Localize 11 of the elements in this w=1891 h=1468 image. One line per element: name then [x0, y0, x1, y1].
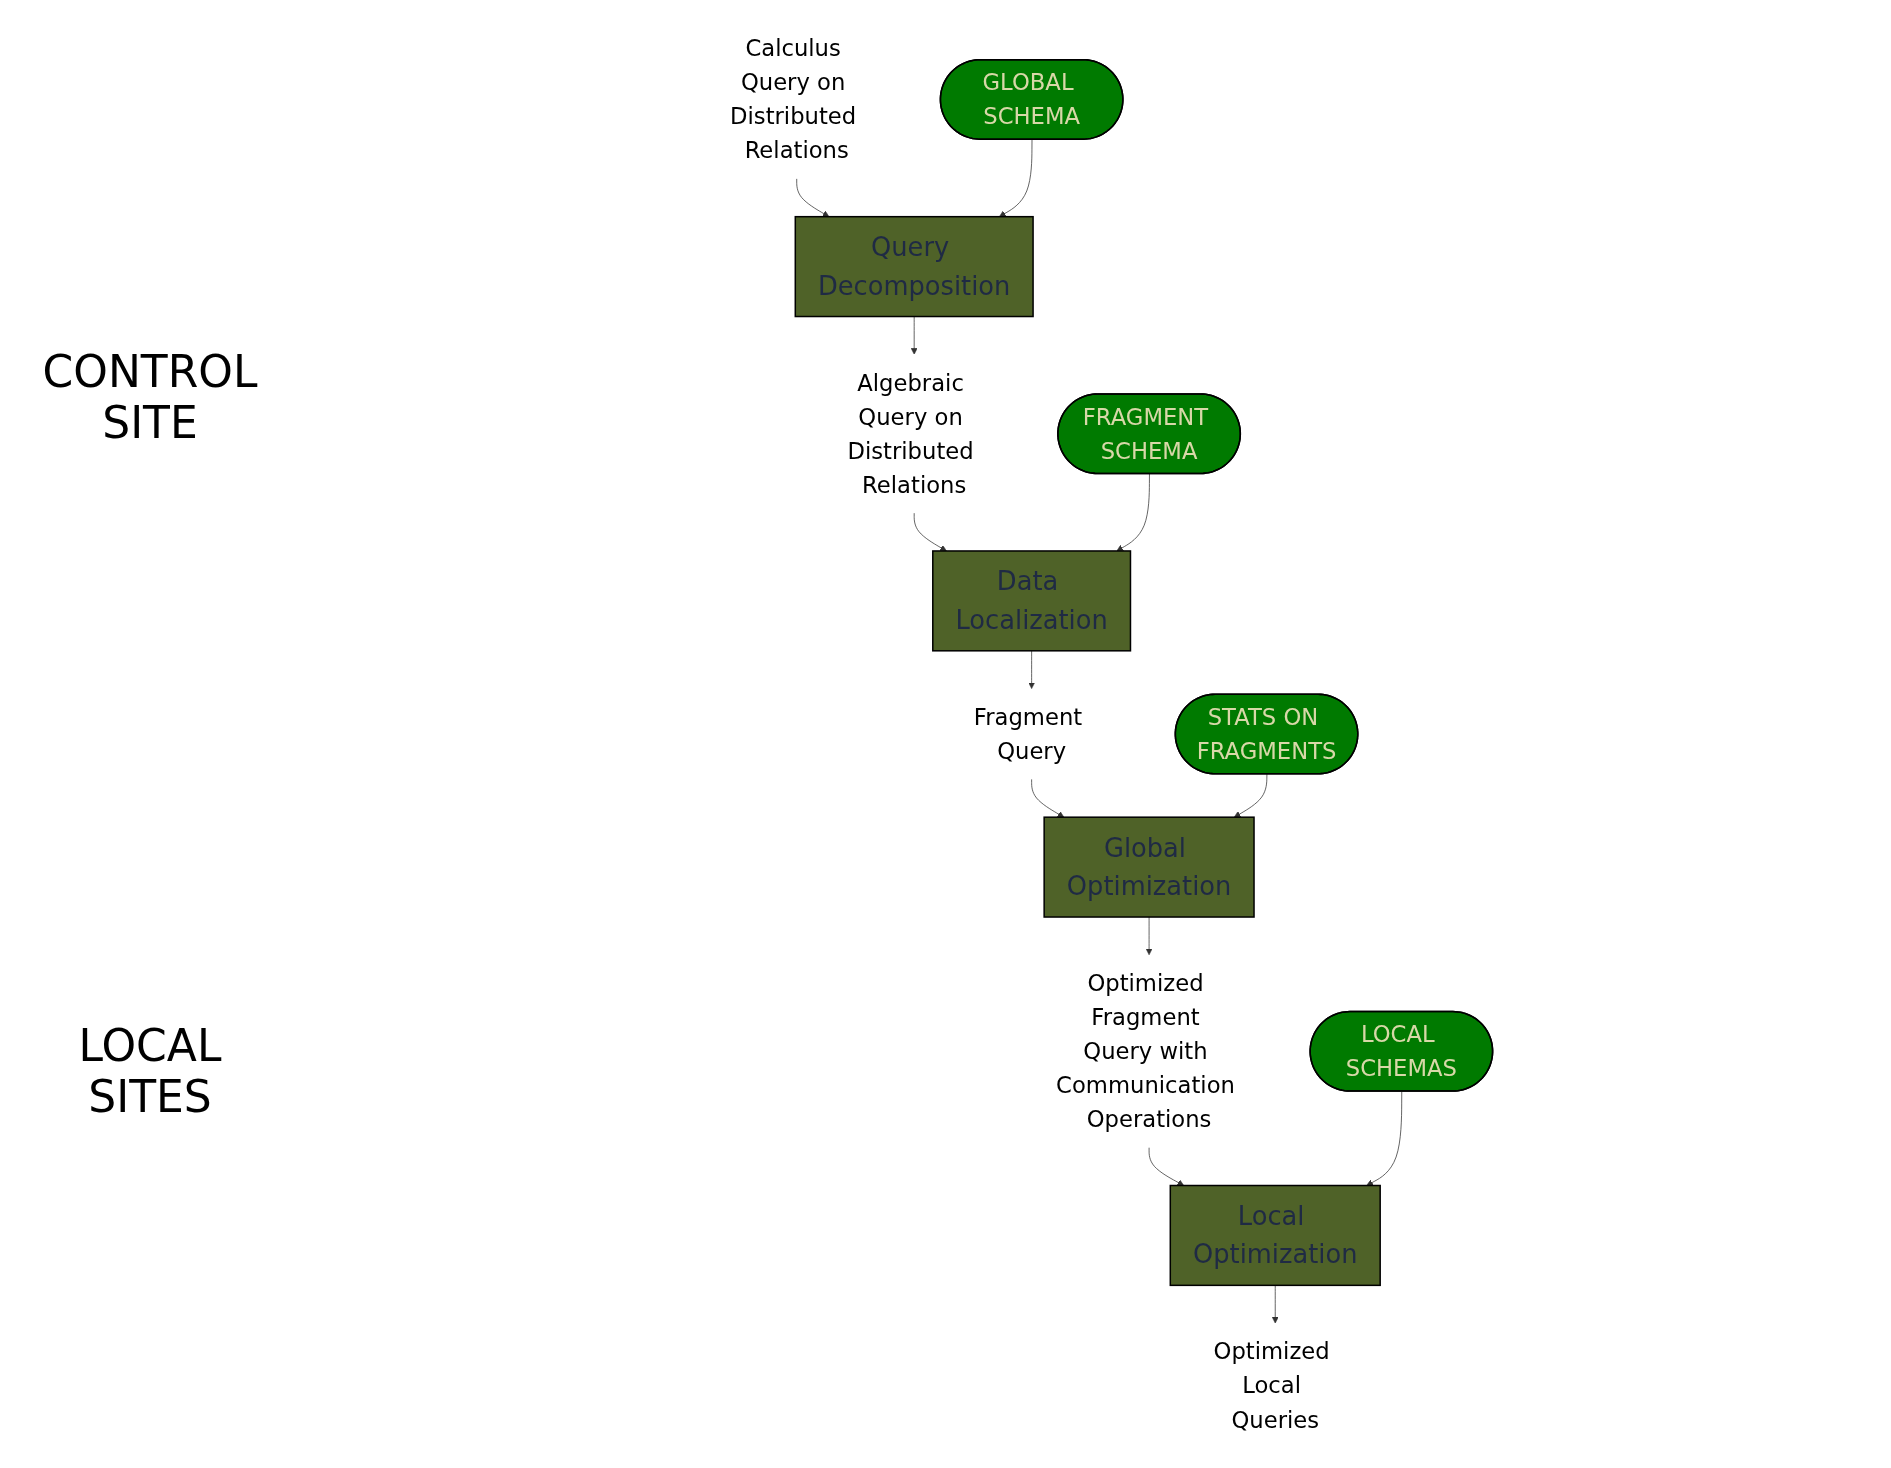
- node-box: Global Optimization: [1043, 816, 1255, 918]
- side-label: CONTROL SITE: [41, 346, 259, 448]
- node-box: Local Optimization: [1169, 1184, 1381, 1287]
- node-text: Optimized Fragment Query with Communication Operations: [1056, 969, 1235, 1133]
- side-label: LOCAL SITES: [77, 1020, 223, 1122]
- node-box: Data Localization: [932, 550, 1132, 652]
- node-text: Fragment Query: [973, 703, 1083, 765]
- node-box: Query Decomposition: [794, 215, 1034, 318]
- node-text: Calculus Query on Distributed Relations: [730, 35, 857, 164]
- node-text: Algebraic Query on Distributed Relations: [847, 369, 974, 499]
- node-text: Optimized Local Queries: [1213, 1338, 1330, 1433]
